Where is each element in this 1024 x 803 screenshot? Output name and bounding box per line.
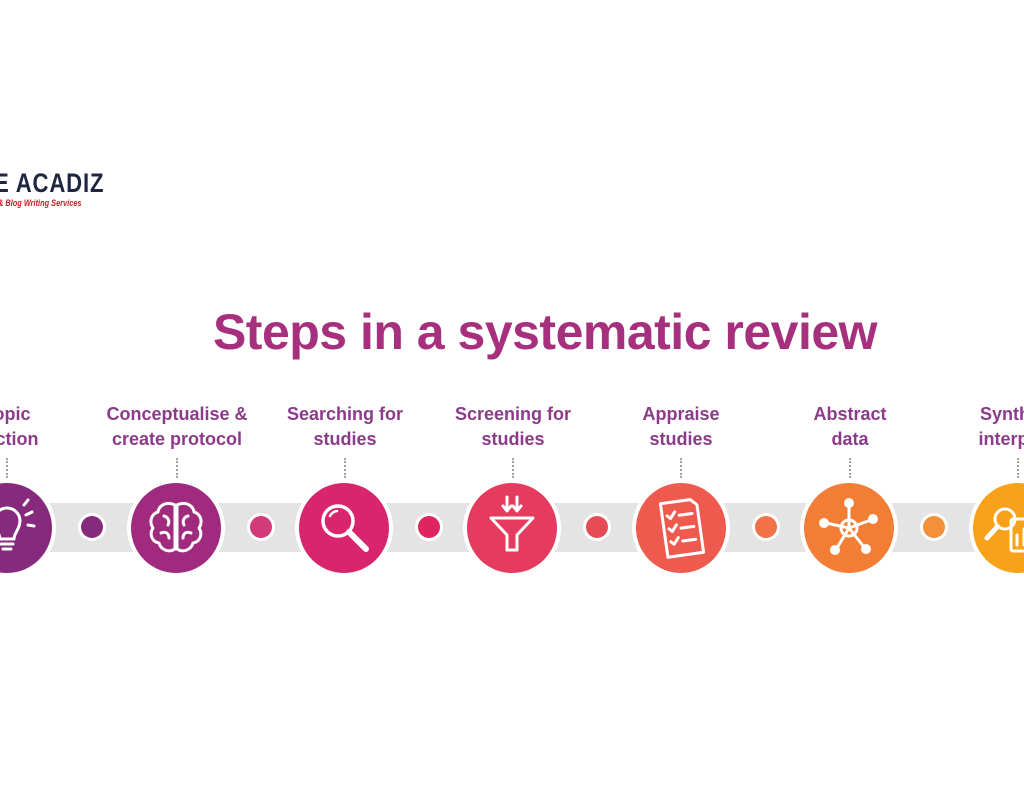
connector-dot [923, 516, 945, 538]
brain-icon [149, 501, 203, 553]
funnel-icon [489, 495, 535, 552]
step-label-appraise: Appraise studies [596, 402, 766, 452]
connector-dot [81, 516, 103, 538]
network-icon [819, 498, 878, 555]
checklist-icon [658, 498, 706, 559]
connector-dot [755, 516, 777, 538]
step-label-line: ection [0, 429, 39, 449]
step-label-line: data [831, 429, 869, 449]
logo-tagline: & Blog Writing Services [0, 198, 82, 208]
page-title: Steps in a systematic review [212, 304, 878, 360]
connector-dot [418, 516, 440, 538]
step-leader [1017, 458, 1019, 478]
magnifier-icon [321, 504, 369, 552]
step-label-line: Appraise [642, 404, 720, 424]
step-label-line: opic [0, 404, 31, 424]
step-leader [680, 458, 682, 478]
step-label-line: Conceptualise & [106, 404, 248, 424]
step-label-screening: Screening for studies [428, 402, 598, 452]
step-label-line: create protocol [111, 429, 243, 449]
step-circle-searching [299, 483, 389, 573]
step-label-searching: Searching for studies [260, 402, 430, 452]
step-circle-screening [467, 483, 557, 573]
step-label-conceptualise: Conceptualise & create protocol [92, 402, 262, 452]
connector-dot [250, 516, 272, 538]
step-circle-synthesise [973, 483, 1024, 573]
logo: E ACADIZ & Blog Writing Services [0, 168, 129, 208]
step-label-line: interpret [978, 429, 1024, 449]
step-leader [344, 458, 346, 478]
step-leader [6, 458, 8, 478]
step-label-synthesise: Synthes interpret [930, 402, 1024, 452]
step-label-line: Abstract [813, 404, 887, 424]
step-label-line: studies [649, 429, 713, 449]
step-label-line: studies [481, 429, 545, 449]
step-circle-abstract [804, 483, 894, 573]
connector-dot [586, 516, 608, 538]
step-circle-appraise [636, 483, 726, 573]
step-circle-conceptualise [131, 483, 221, 573]
step-label-line: studies [313, 429, 377, 449]
lightbulb-icon [0, 498, 36, 551]
step-circle-topic-selection [0, 483, 52, 573]
logo-name: E ACADIZ [0, 168, 105, 198]
step-leader [176, 458, 178, 478]
step-leader [512, 458, 514, 478]
step-label-topic-selection: opic ection [0, 402, 97, 452]
step-label-line: Synthes [979, 404, 1024, 424]
analysis-icon [984, 507, 1024, 553]
step-label-line: Searching for [286, 404, 404, 424]
step-label-line: Screening for [454, 404, 572, 424]
step-label-abstract: Abstract data [765, 402, 935, 452]
step-leader [849, 458, 851, 478]
